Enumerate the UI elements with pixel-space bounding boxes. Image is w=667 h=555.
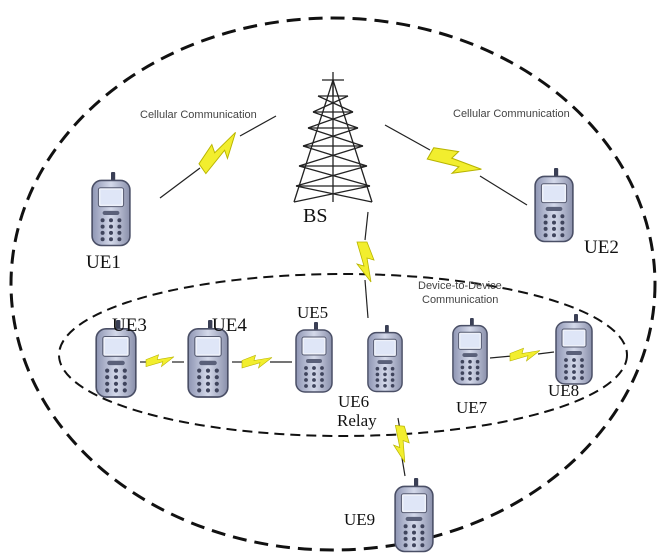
lightning-bolt-icon [241,354,273,369]
mobile-phone-icon-ue2 [534,167,574,243]
mobile-phone-icon-ue6 [367,324,403,393]
lightning-bolt-icon [426,139,484,186]
lightning-bolt-icon [509,347,541,362]
link-relay-ue9 [391,417,411,477]
d2d-cluster-boundary [58,273,628,437]
link-ue7-ue8 [489,347,555,362]
link-ue4-ue5 [232,354,292,369]
d2d-label-line2: Communication [422,294,498,306]
bs-label: BS [303,205,327,227]
ue9-label: UE9 [344,510,375,529]
ue6-label: UE6 [338,392,369,411]
lightning-bolt-icon [356,241,375,283]
lightning-bolt-icon [193,128,246,175]
ue7-label: UE7 [456,398,488,417]
ue5-label: UE5 [297,303,328,322]
link-ue3-ue4 [140,354,184,367]
mobile-phone-icon-ue1 [91,171,131,247]
cell-tower-icon [293,72,373,203]
mobile-phone-icon-ue9 [394,477,434,553]
cellular-label-left: Cellular Communication [140,109,257,121]
link-bs-ue1 [159,115,277,199]
lightning-bolt-icon [145,354,175,367]
relay-label: Relay [337,411,377,430]
mobile-phone-icon-ue8 [555,313,593,385]
link-bs-ue2 [384,124,528,206]
cellular-label-right: Cellular Communication [453,108,570,120]
ue2-label: UE2 [584,237,619,258]
link-bs-relay [356,211,375,319]
ue8-label: UE8 [548,381,579,400]
ue3-label: UE3 [112,315,147,336]
d2d-label-line1: Device-to-Device [418,280,502,292]
ue4-label: UE4 [212,315,247,336]
lightning-bolt-icon [391,425,411,463]
mobile-phone-icon-ue7 [452,317,488,386]
mobile-phone-icon-ue5 [295,321,333,393]
cell-coverage-boundary [9,16,657,552]
ue1-label: UE1 [86,252,121,273]
